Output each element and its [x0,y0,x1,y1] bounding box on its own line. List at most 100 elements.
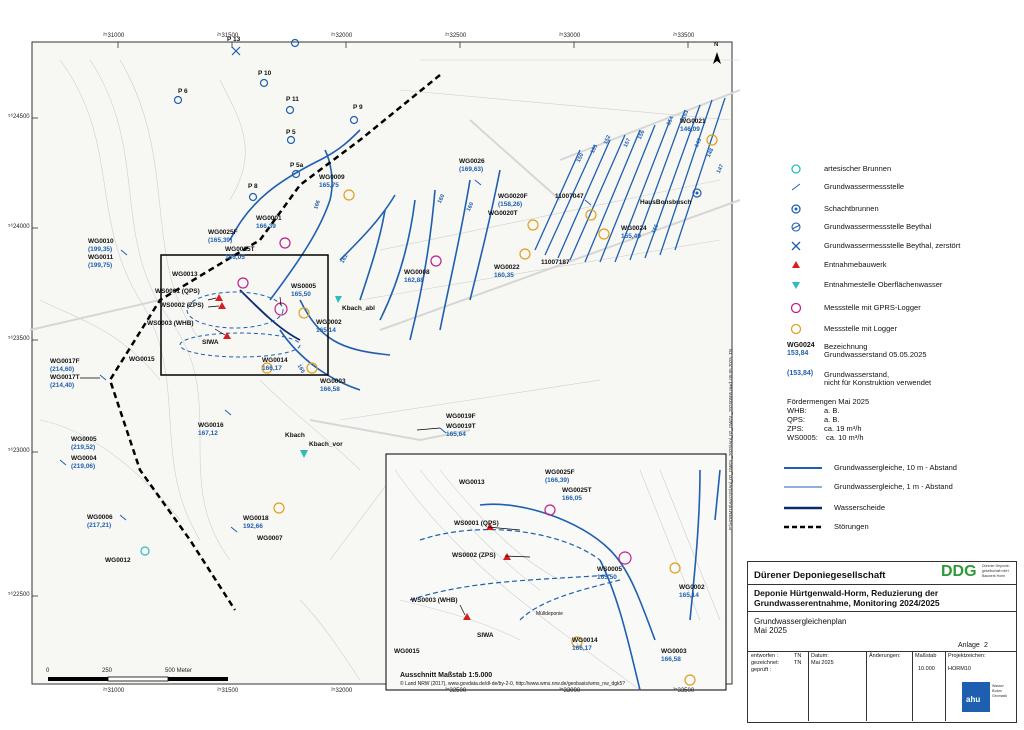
coord-x-label: ²⁵32000 [331,688,353,694]
well-value: 165,75 [319,182,339,189]
well-label: Kbach_vor [309,441,343,448]
inset-area-label: Mülldeponie [536,611,563,617]
legend-label: Entnahmestelle Oberflächenwasser [824,280,943,289]
well-label: Kbach [285,432,305,439]
scale-label: Maßstab [915,653,937,659]
legend-sample-value: 153,84 [787,350,809,357]
inset-well-label: WG0002 [679,584,705,591]
coord-y-label: ⁵⁶23000 [8,448,30,454]
pumping-key: QPS: [787,415,805,424]
well-symbols [140,38,718,686]
well-value: 155,49 [621,233,641,240]
drawdown-curves [179,291,301,358]
inset-well-value: 166,17 [572,645,592,652]
inset-contours [479,469,721,691]
well-value: (214,60) [50,366,75,373]
project-title: Grundwasserentnahme, Monitoring 2024/202… [754,598,940,608]
legend-item: Grundwassermessstelle Beythal, zerstört [748,239,1018,253]
well-label: WG0019T [446,423,476,430]
well-label: WS0005 [291,283,316,290]
well-label: 11007187 [541,259,570,266]
datum-value: Mai 2025 [811,660,834,666]
legend-label: Wasserscheide [834,503,885,512]
legend-item: Störungen [748,520,1018,534]
pumping-value: a. B. [824,406,840,415]
pumping-key: WHB: [787,406,807,415]
inset-well-label: WS0003 (WHB) [411,597,458,604]
legend-label: Schachtbrunnen [824,204,879,213]
well-label: WG0019F [446,413,476,420]
water-divide [239,289,301,341]
well-label: HausBonsbusch [640,199,692,206]
inset-well-label: WG0025T [562,487,592,494]
well-value: (219,06) [71,463,96,470]
north-label: N [714,42,719,48]
inset-well-label: WG0003 [661,648,687,655]
coord-x-label: ²⁵33500 [673,688,695,694]
grid-ticks [32,42,689,597]
well-label: WG0011 [88,254,114,261]
well-value: (199,35) [88,246,113,253]
legend-label: Grundwassergleiche, 10 m - Abstand [834,463,957,472]
map-area: ²⁵31000 ²⁵31500 ²⁵32000 ²⁵32500 ²⁵33000 … [8,33,741,694]
legend-label: Störungen [834,522,869,531]
inset-caption: Ausschnitt Maßstab 1:5.000 [400,672,493,679]
fault-line [108,74,441,611]
triangle-symbols [215,294,511,620]
ahu-logo-sub: Geomatik [992,694,1007,698]
inset-well-label: WS0005 [597,566,622,573]
well-value: (158,26) [498,201,523,208]
well-label: WG0001 [256,215,282,222]
well-value: 146,09 [680,126,700,133]
monitoring-well-icon [791,183,801,191]
well-value: 160,35 [494,272,514,279]
legend-item: artesischer Brunnen [748,162,1018,176]
legend-paren-value: (153,84) [787,370,814,377]
x-symbols [231,46,241,56]
pumping-value: a. B. [824,415,840,424]
well-label: WG0003 [320,378,346,385]
legend-paren-desc: nicht für Konstruktion verwendet [824,378,932,387]
legend-label: artesischer Brunnen [824,164,892,173]
well-label: WG0013 [172,271,198,278]
well-label: WG0005 [71,436,97,443]
well-value: (219,52) [71,444,96,451]
row-label: entworfen : [751,653,779,659]
legend-item: Grundwassergleiche, 10 m - Abstand [748,461,1018,475]
inset-well-label: WG0015 [394,648,420,655]
well-value: 165,64 [446,431,466,438]
company-name: Dürener Deponiegesellschaft [754,570,886,581]
inset-well-label: WS0002 (ZPS) [452,552,496,559]
map-canvas [29,38,741,691]
anlage-value: 2 [984,642,988,649]
shaft-well-icon [791,204,801,214]
row-label: geprüft : [751,667,772,673]
inset-well-label: WG0014 [572,637,598,644]
well-label: Kbach_abl [342,305,375,312]
coord-x-label: ²⁵31500 [217,33,239,39]
well-value: (214,40) [50,382,75,389]
north-arrow-icon [713,52,721,64]
well-label: P 10 [258,70,272,77]
coord-x-label: ²⁵33500 [673,33,695,39]
ddg-logo-sub: Bauwerk Horm [982,574,1006,578]
legend-item: Entnahmebauwerk [748,258,1018,272]
inset-well-label: WG0013 [459,479,485,486]
file-path-text: P:\HORM10\ArcGIS\Anl_02_GWGL_2025\Anl_02… [728,348,733,530]
anlage-label: Anlage [958,642,980,649]
contour-10m-icon [784,467,822,469]
well-label: WG0025F [208,229,238,236]
coord-x-label: ²⁵32500 [445,33,467,39]
fault-icon [784,525,822,529]
scale-label: 250 [102,668,113,674]
coord-x-label: ²⁵33000 [559,688,581,694]
row-value: TN [794,660,802,666]
legend-label: Messstelle mit Logger [824,324,897,333]
legend-item: Messstelle mit GPRS-Logger [748,301,1018,315]
well-label: WG0002 [316,319,342,326]
well-label: WG0009 [319,174,345,181]
well-label: WG0010 [88,238,114,245]
project-title: Deponie Hürtgenwald-Horm, Reduzierung de… [754,588,939,598]
well-value: 165,14 [316,327,336,334]
inset-well-value: 165,14 [679,592,699,599]
